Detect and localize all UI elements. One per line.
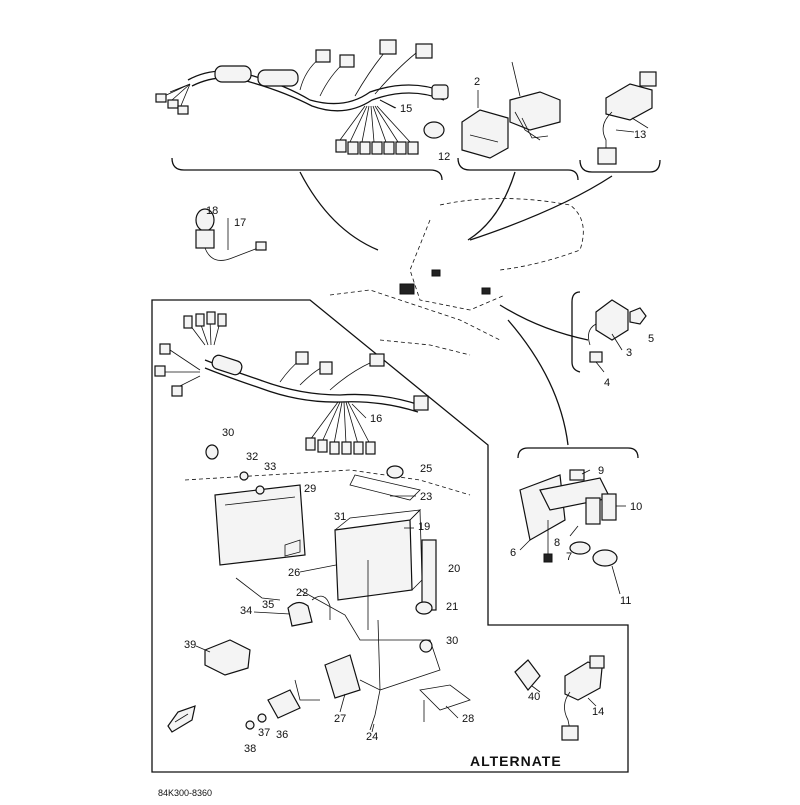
- callout-15: 15: [400, 103, 412, 115]
- wire-harness-main: [155, 39, 449, 155]
- leader-lines: [195, 99, 635, 733]
- callout-7: 7: [566, 551, 572, 563]
- callout-34: 34: [240, 605, 252, 617]
- callout-40: 40: [528, 691, 540, 703]
- bulb-socket-17-18: [195, 208, 267, 261]
- callout-2: 2: [474, 76, 480, 88]
- callout-23: 23: [420, 491, 432, 503]
- callout-13: 13: [634, 129, 646, 141]
- regulator-3-4-5: [571, 291, 647, 373]
- callout-3: 3: [626, 347, 632, 359]
- callout-37: 37: [258, 727, 270, 739]
- callout-35: 35: [262, 599, 274, 611]
- callout-20: 20: [448, 563, 460, 575]
- callout-6: 6: [510, 547, 516, 559]
- alternate-outline: [151, 299, 629, 773]
- callout-4: 4: [604, 377, 610, 389]
- callout-16: 16: [370, 413, 382, 425]
- callout-36: 36: [276, 729, 288, 741]
- ignition-coil-group: [517, 447, 639, 567]
- callout-18: 18: [206, 205, 218, 217]
- callout-11: 11: [620, 595, 631, 607]
- unit-part-2: [461, 61, 561, 159]
- callout-21: 21: [446, 601, 458, 613]
- callout-38: 38: [244, 743, 256, 755]
- callout-19: 19: [418, 521, 430, 533]
- callout-17: 17: [234, 217, 246, 229]
- callout-24: 24: [366, 731, 378, 743]
- top-brackets: [171, 157, 661, 446]
- alternate-caption: ALTERNATE: [470, 753, 562, 769]
- wire-harness-alternate: [154, 311, 429, 455]
- callout-12: 12: [438, 151, 450, 163]
- callout-30-bottom: 30: [446, 635, 458, 647]
- callout-labels: 2 12 13 15 18 17 3 4 5 16 9 10 8 6 7 11 …: [184, 76, 654, 755]
- callout-9: 9: [598, 465, 604, 477]
- frame-section: [329, 198, 584, 356]
- callout-39: 39: [184, 639, 196, 651]
- diagram-part-number: 84K300-8360: [158, 788, 212, 798]
- battery-box-area: [184, 444, 471, 731]
- callout-25: 25: [420, 463, 432, 475]
- switch-alternate-14-40: [514, 655, 605, 741]
- callout-5: 5: [648, 333, 654, 345]
- callout-29: 29: [304, 483, 316, 495]
- callout-32: 32: [246, 451, 258, 463]
- callout-31: 31: [334, 511, 346, 523]
- front-arrow-icon: [167, 705, 196, 733]
- callout-33: 33: [264, 461, 276, 473]
- callout-14: 14: [592, 706, 604, 718]
- callout-28: 28: [462, 713, 474, 725]
- callout-27: 27: [334, 713, 346, 725]
- callout-30-top: 30: [222, 427, 234, 439]
- callout-26: 26: [288, 567, 300, 579]
- callout-10: 10: [630, 501, 642, 513]
- callout-8: 8: [554, 537, 560, 549]
- callout-22: 22: [296, 587, 308, 599]
- main-switch-13: [597, 71, 657, 165]
